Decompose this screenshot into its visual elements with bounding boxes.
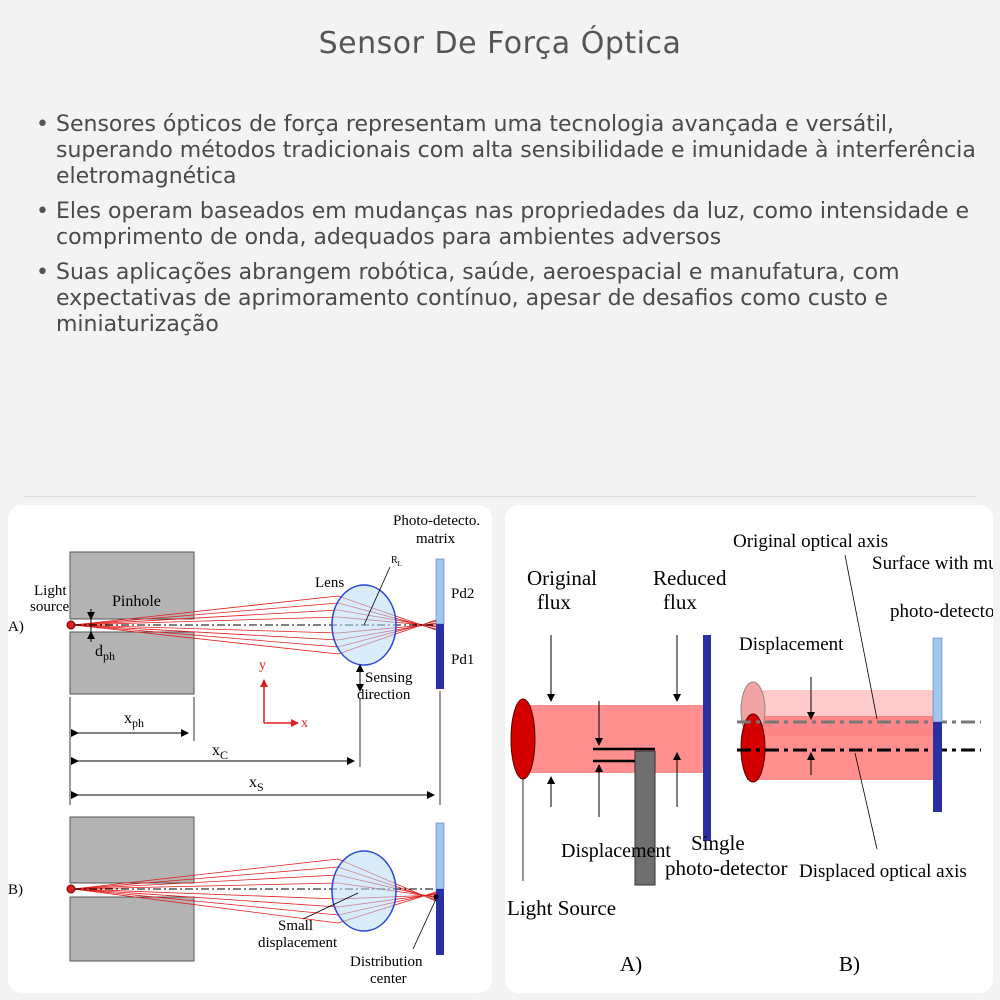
photo-detector-label: matrix: [416, 531, 456, 547]
photo-detector-upper-b: [932, 637, 943, 723]
d-ph-label: dph: [95, 643, 115, 663]
light-source-label: Light: [34, 583, 67, 599]
original-flux-beam: [523, 705, 703, 773]
small-displacement-label: Small: [278, 918, 313, 934]
light-source-dot-b: [66, 884, 76, 894]
single-detector-label: photo-detector: [665, 856, 787, 880]
bullet-item: Eles operam baseados em mudanças nas pro…: [36, 199, 976, 251]
x-ph-label: xph: [124, 710, 144, 730]
photo-detector-label: Photo-detecto.: [393, 513, 480, 529]
pinhole-block-bottom-b: [69, 896, 195, 962]
light-source-label-a: Light Source: [507, 896, 616, 920]
bullet-item: Sensores ópticos de força representam um…: [36, 112, 976, 190]
surface-detectors-label: Surface with multiple: [872, 553, 993, 574]
distribution-center-label: Distribution: [350, 954, 423, 970]
pinhole-block-top: [69, 551, 195, 620]
lens-radius-label: RL: [391, 555, 402, 568]
blocker-arm: [634, 750, 656, 886]
original-flux-label: flux: [537, 590, 571, 614]
x-s-label: xS: [249, 774, 264, 794]
pinhole-sensor-svg: Light source A) Pinhole Lens RL Photo-de…: [8, 513, 480, 987]
section-divider: [24, 496, 976, 497]
row-b-label: B): [8, 882, 23, 898]
row-a-label: A): [8, 619, 24, 635]
panel-b-label: B): [839, 952, 860, 976]
distribution-center-dot: [433, 894, 439, 900]
bullet-item: Suas aplicações abrangem robótica, saúde…: [36, 260, 976, 338]
single-photo-detector: [703, 635, 711, 841]
photo-detector-pd2: [435, 558, 445, 625]
original-axis-leader: [844, 554, 878, 720]
pd2-label: Pd2: [451, 586, 474, 602]
original-axis-label: Original optical axis: [733, 531, 888, 552]
lens-label: Lens: [315, 575, 344, 591]
displaced-axis-label: Displaced optical axis: [799, 861, 967, 882]
light-source-lens-a: [510, 698, 536, 780]
pinhole-block-bottom: [69, 631, 195, 695]
distribution-center-label: center: [370, 971, 407, 987]
photo-detector-upper-b: [435, 822, 445, 890]
photo-detector-lower-b: [933, 722, 942, 812]
displacement-label-b: Displacement: [739, 634, 844, 655]
displaced-beam-b: [747, 716, 937, 780]
distribution-center-leader: [412, 898, 437, 950]
light-source-label: source: [30, 599, 69, 615]
pinhole-sensor-diagram: Light source A) Pinhole Lens RL Photo-de…: [8, 505, 492, 993]
displaced-lens: [740, 713, 766, 783]
lens-radius-line: [363, 566, 391, 626]
original-flux-label: Original: [527, 566, 597, 590]
page-title: Sensor De Força Óptica: [318, 26, 682, 61]
surface-detectors-label: photo-detectors: [890, 601, 993, 622]
pinhole-block-top-b: [69, 816, 195, 884]
photo-detector-pd1: [436, 624, 444, 689]
flux-sensor-svg: Original flux Reduced flux Displacement …: [507, 531, 993, 976]
flux-sensor-diagram: Original flux Reduced flux Displacement …: [505, 505, 993, 993]
x-c-label: xC: [212, 742, 228, 762]
panel-a-label: A): [620, 952, 642, 976]
lens-b: [331, 850, 397, 932]
displaced-axis-leader: [854, 752, 878, 850]
sensing-direction-label: direction: [357, 687, 411, 703]
sensing-direction-label: Sensing: [365, 670, 413, 686]
reduced-flux-label: Reduced: [653, 566, 727, 590]
pd1-label: Pd1: [451, 652, 474, 668]
pinhole-label: Pinhole: [112, 593, 161, 610]
bullet-list: Sensores ópticos de força representam um…: [36, 112, 976, 347]
y-axis-label: y: [259, 658, 266, 673]
small-displacement-leader: [302, 892, 359, 920]
single-detector-label: Single: [691, 831, 745, 855]
small-displacement-label: displacement: [258, 935, 338, 951]
photo-detector-lower-b: [436, 889, 444, 955]
reduced-flux-label: flux: [663, 590, 697, 614]
displacement-label-a: Displacement: [561, 840, 671, 862]
light-source-dot: [66, 620, 76, 630]
x-axis-label: x: [301, 716, 308, 731]
